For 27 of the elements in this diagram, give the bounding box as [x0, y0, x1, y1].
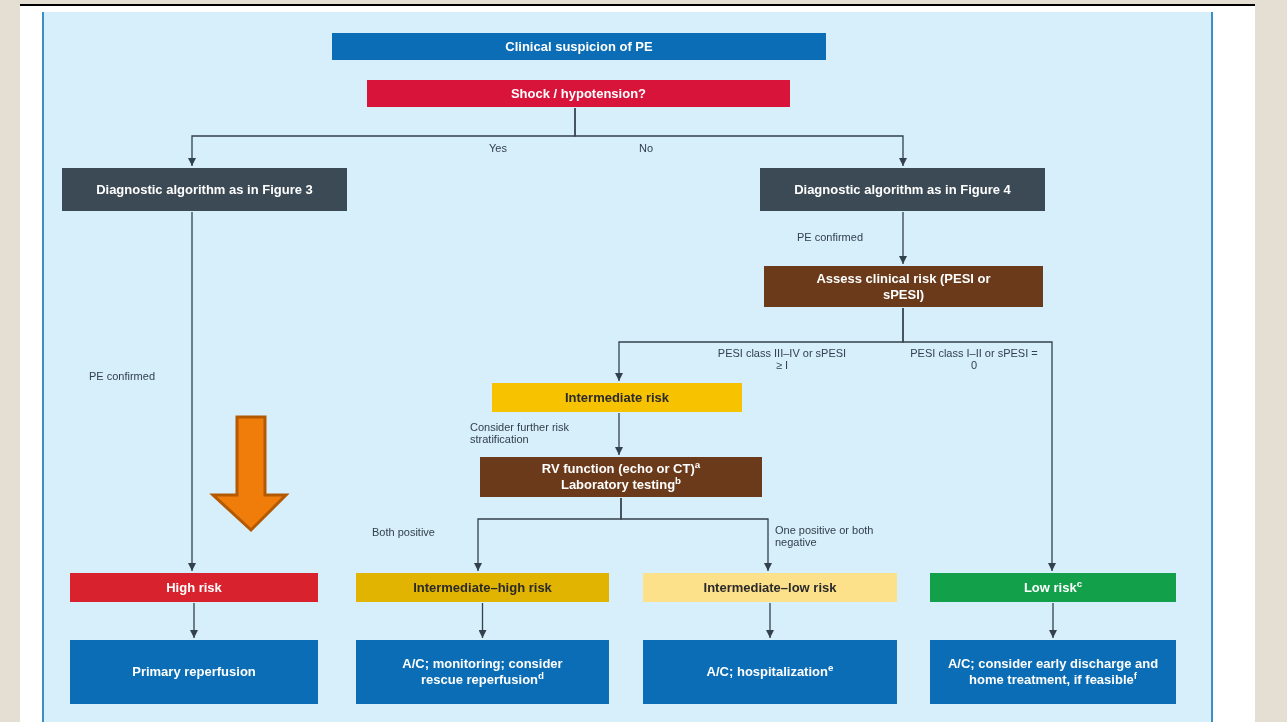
arrow [615, 412, 623, 456]
arrow [574, 107, 907, 167]
arrow [478, 602, 487, 639]
process-box: Diagnostic algorithm as in Figure 3 [62, 168, 347, 211]
arrow [1049, 602, 1057, 639]
arrow [902, 307, 1056, 572]
risk-box: Intermediate–high risk [356, 573, 609, 602]
start-box: Clinical suspicion of PE [332, 33, 826, 60]
risk-box: Low risk$^{c}$ [930, 573, 1176, 602]
process-box: Assess clinical risk (PESI or sPESI) [764, 266, 1043, 307]
arrow [620, 497, 772, 572]
edge-label: PESI class I–II or sPESI = 0 [910, 347, 1038, 371]
risk-box: Intermediate risk [492, 383, 742, 412]
decision-box: Shock / hypotension? [367, 80, 790, 107]
process-box: Diagnostic algorithm as in Figure 4 [760, 168, 1045, 211]
arrow [188, 211, 196, 572]
process-box: RV function (echo or CT)$^{a}$ Laboratory testing$^{b}$ [480, 457, 762, 497]
risk-box: Intermediate–low risk [643, 573, 897, 602]
edge-label: PESI class III–IV or sPESI ≥ I [716, 347, 848, 371]
treatment-box: A/C; monitoring; consider rescue reperfusion$^{d}$ [356, 640, 609, 704]
treatment-box: Primary reperfusion [70, 640, 318, 704]
arrow [766, 602, 774, 639]
risk-box: High risk [70, 573, 318, 602]
arrow [190, 602, 198, 639]
arrow [899, 211, 907, 265]
treatment-box: A/C; consider early discharge and home treatment, if feasible$^{f}$ [930, 640, 1176, 704]
treatment-box: A/C; hospitalization$^{e}$ [643, 640, 897, 704]
